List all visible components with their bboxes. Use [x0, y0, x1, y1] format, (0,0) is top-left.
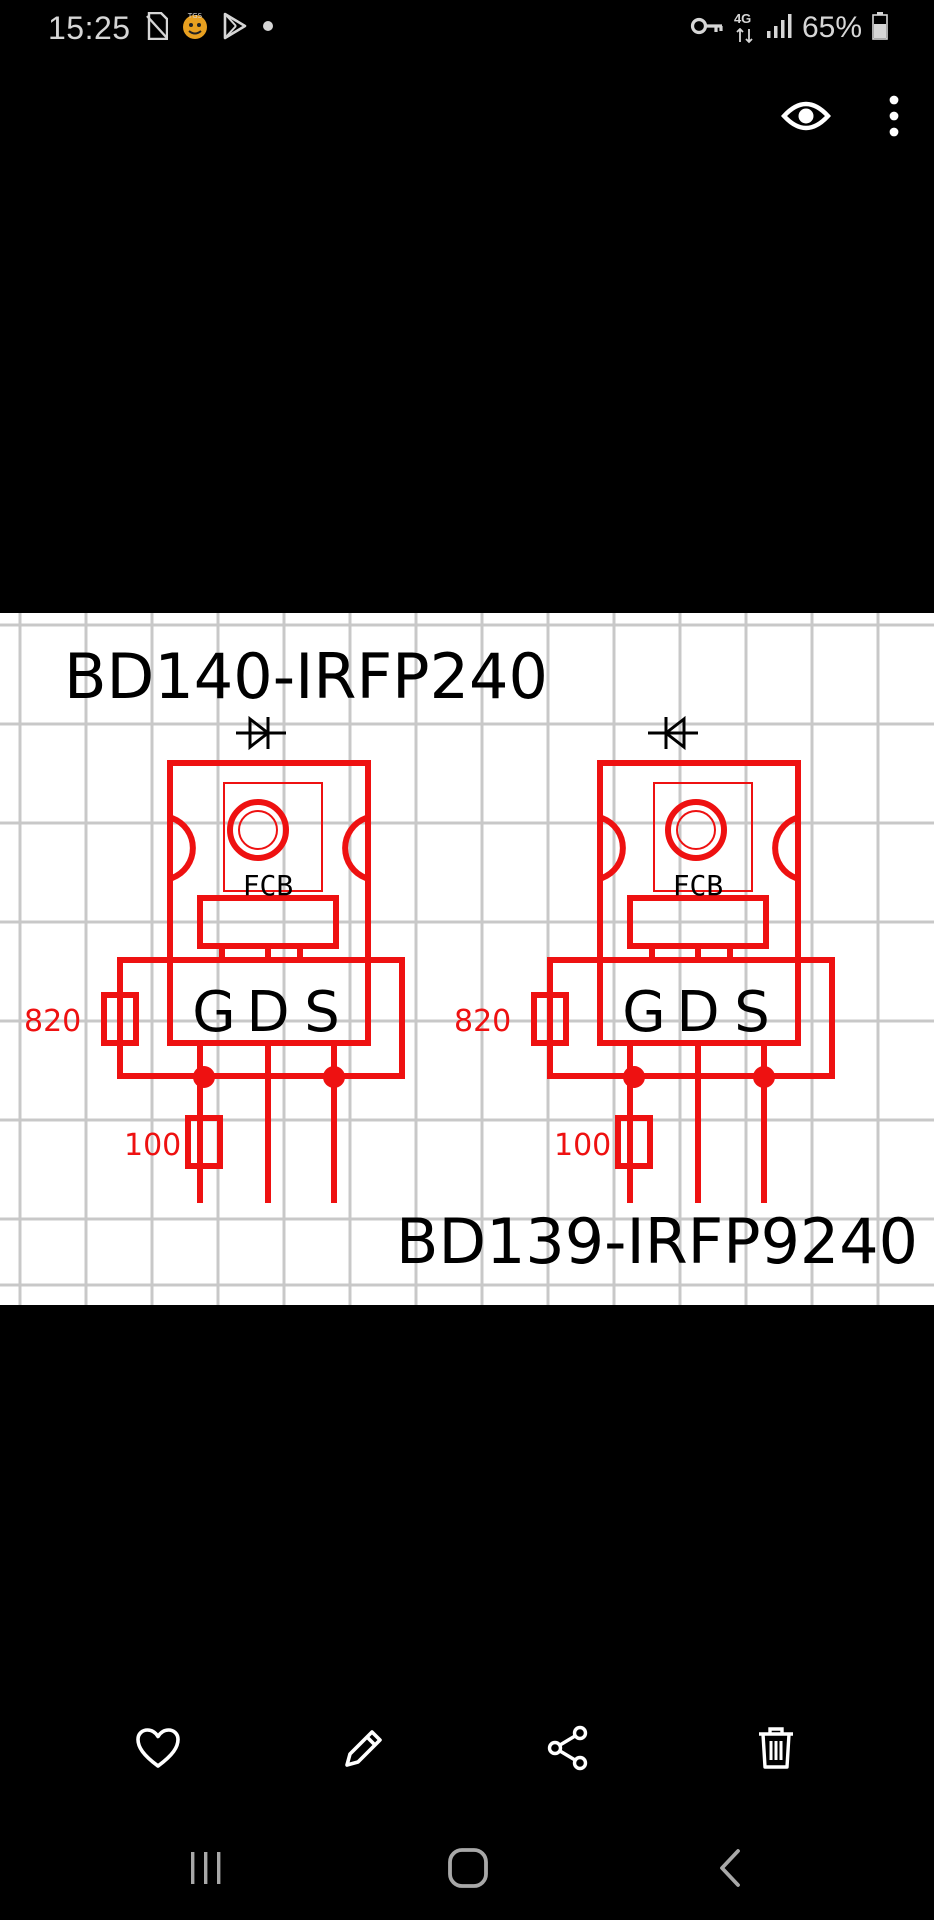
recent-apps-button[interactable]: [166, 1830, 246, 1910]
left-resistor-lower: [185, 1115, 223, 1169]
grid: [0, 613, 934, 1305]
more-vertical-icon: [888, 95, 900, 142]
right-mounting-hole: [665, 799, 727, 861]
right-pin-s: S: [734, 980, 770, 1045]
status-icons-right: 4G 65%: [690, 10, 888, 46]
right-pin-d: D: [676, 980, 719, 1045]
title-top: BD140-IRFP240: [64, 640, 548, 713]
left-resistor-lower-label: 100: [124, 1128, 181, 1163]
trash-icon: [756, 1725, 796, 1776]
recent-apps-icon: [186, 1851, 226, 1890]
right-diode-icon: [648, 715, 698, 751]
share-icon: [546, 1725, 590, 1776]
top-action-bar: [734, 88, 934, 148]
left-pin-d: D: [246, 980, 289, 1045]
app-notification-icon: TGS: [180, 11, 210, 46]
right-component: FCB G D S 820 100: [454, 715, 835, 1203]
back-button[interactable]: [690, 1830, 770, 1910]
share-button[interactable]: [528, 1710, 608, 1790]
more-options-button[interactable]: [864, 88, 924, 148]
right-resistor-lower-label: 100: [554, 1128, 611, 1163]
left-mounting-hole: [227, 799, 289, 861]
vpn-key-icon: [690, 15, 724, 42]
home-button[interactable]: [428, 1830, 508, 1910]
back-icon: [716, 1848, 744, 1893]
network-4g-icon: 4G: [734, 11, 756, 45]
right-pin-box: [547, 957, 835, 1079]
dot-icon: [260, 18, 276, 39]
status-time: 15:25: [48, 10, 131, 46]
play-store-icon: [222, 12, 248, 45]
left-pin-s: S: [304, 980, 340, 1045]
left-fcb-label: FCB: [243, 869, 294, 902]
eye-icon: [781, 98, 831, 139]
right-resistor-upper-label: 820: [454, 1004, 511, 1039]
network-type-label: 4G: [733, 11, 752, 26]
photo-image[interactable]: FCB G D S 820 100: [0, 613, 934, 1305]
battery-percent: 65%: [801, 11, 862, 44]
svg-text:TGS: TGS: [187, 12, 203, 20]
right-resistor-upper: [531, 992, 569, 1046]
left-resistor-upper: [101, 992, 139, 1046]
heart-icon: [135, 1727, 181, 1774]
bottom-toolbar: [0, 1710, 934, 1790]
eye-button[interactable]: [776, 88, 836, 148]
left-component: FCB G D S 820 100: [24, 715, 405, 1203]
signal-icon: [766, 13, 792, 44]
delete-button[interactable]: [736, 1710, 816, 1790]
sim-card-icon: [146, 11, 169, 45]
left-pin-g: G: [192, 980, 235, 1045]
right-pin-g: G: [622, 980, 665, 1045]
right-resistor-lower: [615, 1115, 653, 1169]
home-icon: [447, 1847, 489, 1894]
title-bottom: BD139-IRFP9240: [396, 1205, 918, 1278]
status-bar: 15:25 TGS: [0, 0, 934, 58]
edit-button[interactable]: [324, 1710, 404, 1790]
battery-icon: [872, 11, 888, 45]
favorite-button[interactable]: [118, 1710, 198, 1790]
left-pin-box: [117, 957, 405, 1079]
edit-pencil-icon: [342, 1726, 386, 1775]
left-diode-icon: [236, 715, 286, 751]
navigation-bar: [0, 1820, 934, 1920]
status-icons-left: TGS: [146, 11, 276, 46]
left-resistor-upper-label: 820: [24, 1004, 81, 1039]
right-fcb-label: FCB: [673, 869, 724, 902]
schematic-drawing: FCB G D S 820 100: [0, 613, 934, 1305]
